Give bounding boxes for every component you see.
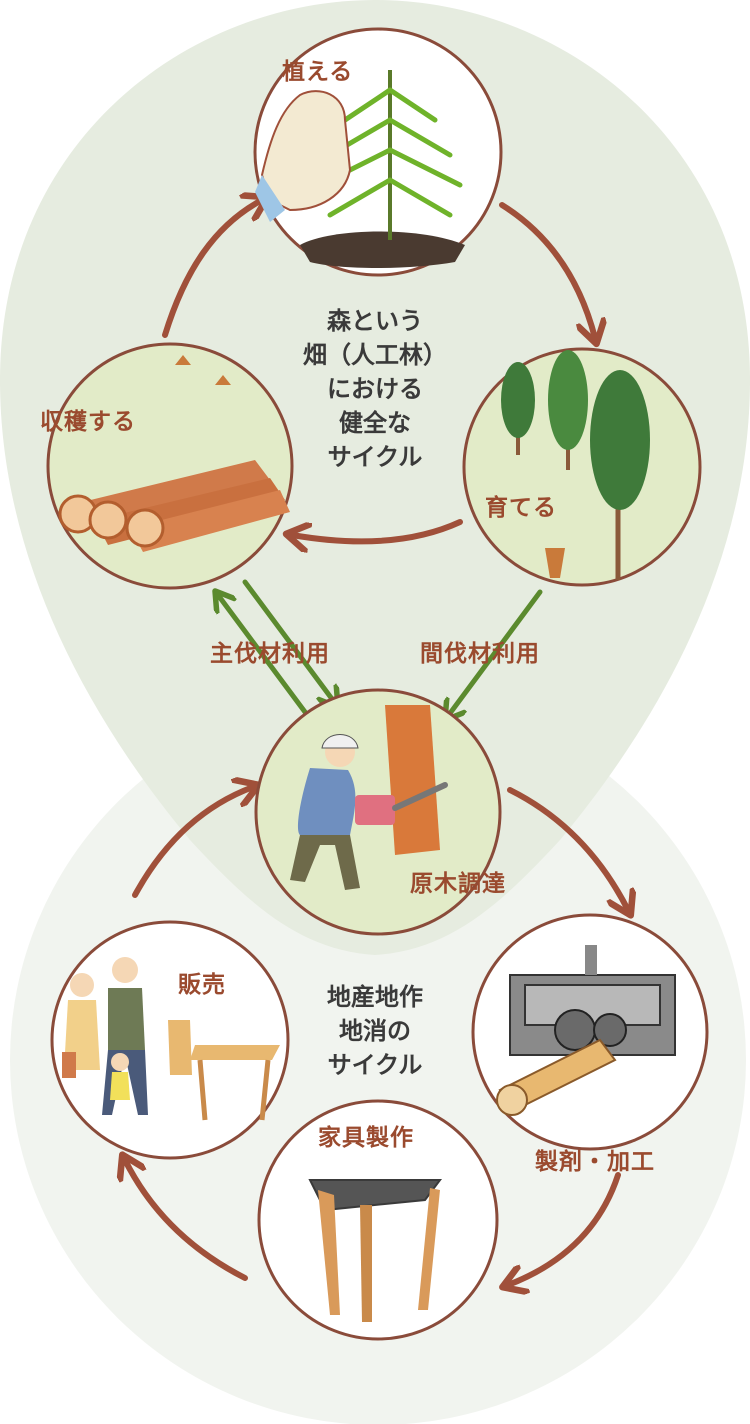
stage-sale-circle xyxy=(50,920,290,1160)
stage-grow-circle xyxy=(462,347,702,587)
forest-cycle-background xyxy=(0,0,750,955)
arrow-grow-to-harvest xyxy=(292,519,463,541)
stage-process-circle xyxy=(471,913,709,1151)
forest-cycle-title: 森という 畑（人工林） における 健全な サイクル xyxy=(300,304,450,474)
arrow-thinning-down xyxy=(448,589,543,716)
forest-cycle-title-line: 森という xyxy=(327,307,423,335)
label-harvest: 収穫する xyxy=(40,409,136,435)
arrow-furniture-to-sale xyxy=(125,1160,248,1281)
label-furniture: 家具製作 xyxy=(318,1125,414,1151)
family-shopping-icon xyxy=(62,957,280,1121)
local-cycle-title-line: 地産地作 xyxy=(327,983,423,1011)
forest-cycle-title-line: 健全な xyxy=(339,409,411,437)
stool-furniture-icon xyxy=(308,1179,442,1322)
stage-plant-circle xyxy=(253,27,503,277)
stage-procure-circle xyxy=(254,688,502,936)
label-process: 製剤・加工 xyxy=(535,1149,655,1175)
forest-cycle-title-line: サイクル xyxy=(327,443,423,471)
local-cycle-title: 地産地作 地消の サイクル xyxy=(300,980,450,1082)
forest-cycle-title-line: 畑（人工林） xyxy=(303,341,447,369)
stage-harvest-circle xyxy=(46,342,294,590)
label-procure: 原木調達 xyxy=(410,871,506,897)
logger-chainsaw-icon xyxy=(290,705,448,890)
sawmill-machine-icon xyxy=(496,945,676,1116)
arrow-plant-to-grow xyxy=(499,202,595,338)
label-plant: 植える xyxy=(282,59,354,85)
forest-cycle-title-line: における xyxy=(327,375,423,403)
local-cycle-title-line: サイクル xyxy=(327,1051,423,1079)
arrow-sale-to-procure xyxy=(132,787,253,898)
growing-trees-icon xyxy=(501,350,650,580)
arrow-procure-to-process xyxy=(507,787,628,910)
label-main-felling: 主伐材利用 xyxy=(210,641,330,667)
harvest-logs-icon xyxy=(58,355,290,552)
planting-seedling-icon xyxy=(255,70,465,268)
stage-furniture-circle xyxy=(257,1099,499,1341)
local-cycle-title-line: 地消の xyxy=(339,1017,411,1045)
arrow-main-felling-down xyxy=(242,579,335,703)
arrow-main-felling-up xyxy=(218,595,308,715)
label-grow: 育てる xyxy=(485,495,557,521)
label-thinning: 間伐材利用 xyxy=(420,641,540,667)
arrow-harvest-to-plant xyxy=(162,200,262,338)
arrow-process-to-furniture xyxy=(508,1172,621,1285)
label-sale: 販売 xyxy=(178,972,226,998)
